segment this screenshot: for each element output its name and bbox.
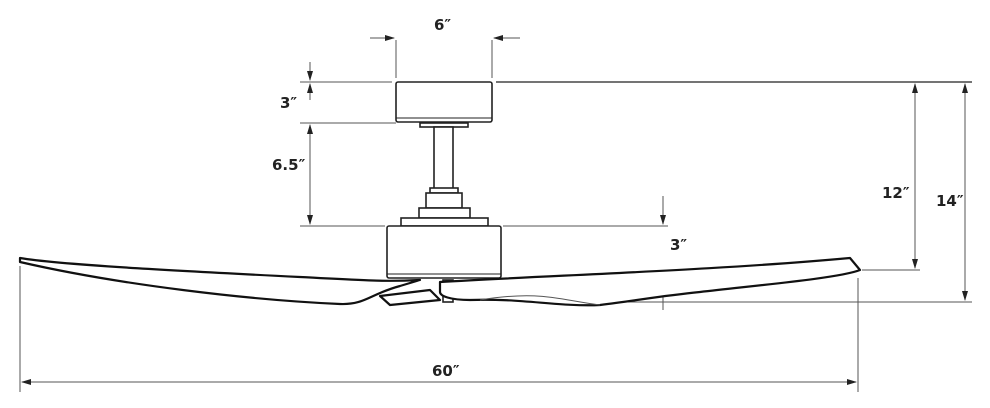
canopy-width-label: 6″ <box>434 16 451 34</box>
ceiling-to-blade-label: 12″ <box>882 184 910 202</box>
motor-housing <box>386 225 502 279</box>
dimension-lines <box>21 35 968 385</box>
blade-span-label: 60″ <box>432 362 460 380</box>
extension-lines <box>19 40 972 392</box>
fan-blade-right <box>438 256 862 307</box>
downrod-length-label: 6.5″ <box>272 156 306 174</box>
motor-height-label: 3″ <box>670 236 687 254</box>
fan-blade-left <box>18 256 422 306</box>
overall-height-label: 14″ <box>936 192 964 210</box>
fan-body <box>18 81 862 307</box>
downrod <box>433 126 454 191</box>
canopy <box>395 81 493 123</box>
canopy-height-label: 3″ <box>280 94 297 112</box>
